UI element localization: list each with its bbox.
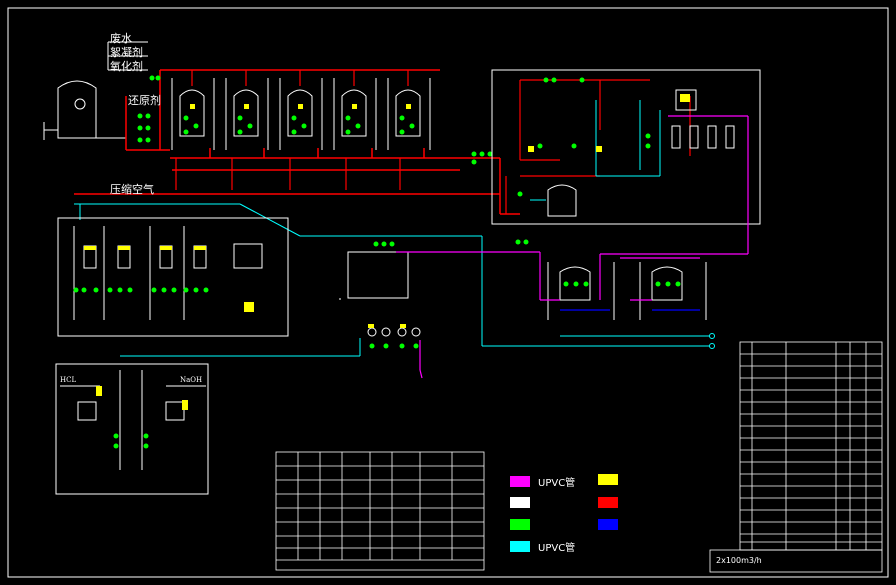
parts-list-table: [739, 341, 883, 551]
reactor-vessels: [171, 78, 431, 150]
legend-swatch-white: [510, 497, 530, 508]
legend-swatch-yellow: [598, 474, 618, 485]
legend-red: [598, 497, 626, 508]
wastewater-label: 废水: [110, 32, 132, 45]
reactor-valves: [137, 75, 493, 165]
middle-pumps: [367, 327, 421, 337]
legend-swatch-red: [598, 497, 618, 508]
drawing-frame: [7, 7, 889, 578]
ro-magenta-pipes: [599, 115, 749, 300]
acid-caustic-frame: [55, 363, 209, 495]
legend-swatch-cyan: [510, 541, 530, 552]
legend-green: [510, 519, 538, 530]
legend-blue: [598, 519, 626, 530]
legend-white: [510, 497, 538, 508]
legend-upvc-cyan-text: UPVC管: [538, 543, 576, 554]
filter-magenta: [540, 257, 700, 301]
middle-magenta: [396, 251, 541, 379]
dosing-section-frame: [57, 217, 289, 337]
ro-yellow-parts: [528, 94, 690, 152]
ro-section-frame: [491, 69, 761, 225]
reductant-label: 还原剂: [128, 94, 161, 107]
middle-storage-tank: [339, 251, 409, 300]
chemical-label-box: [107, 41, 148, 71]
compressed-air-label: 压缩空气: [110, 183, 154, 196]
title-block: [709, 549, 883, 573]
middle-yellow: [368, 324, 406, 328]
filter-vessels: [547, 262, 707, 320]
acid-caustic-yellow: [96, 386, 188, 410]
legend-swatch-magenta: [510, 476, 530, 487]
reactor-yellow-marks: [190, 104, 411, 109]
ro-valves: [517, 77, 651, 197]
flocculant-label: 絮凝剂: [110, 46, 143, 59]
legend-swatch-green: [510, 519, 530, 530]
dosing-tanks: [73, 226, 263, 320]
legend-yellow: [598, 474, 626, 485]
reactor-red-risers: [175, 70, 409, 190]
raw-water-tank: [43, 80, 126, 140]
cyan-trunk: [74, 203, 710, 357]
symbol-table: [275, 451, 485, 571]
ro-equipment: [547, 89, 735, 217]
ro-cyan-pipes: [530, 100, 661, 201]
middle-valves: [369, 239, 529, 349]
legend-swatch-blue: [598, 519, 618, 530]
dosing-yellow: [84, 246, 254, 312]
legend-upvc-magenta-text: UPVC管: [538, 478, 576, 489]
hcl-tag: HCL: [60, 376, 77, 384]
acid-caustic-equipment: [60, 370, 206, 470]
filter-valves: [563, 281, 681, 287]
legend-upvc-magenta: UPVC管: [510, 474, 575, 489]
naoh-tag: NaOH: [180, 376, 203, 384]
oxidant-label: 氧化剂: [110, 60, 143, 73]
legend-upvc-cyan: UPVC管: [510, 539, 575, 554]
acid-caustic-valves: [113, 433, 149, 449]
drawing-title: 2x100m3/h: [716, 556, 762, 565]
cyan-outlets: [709, 333, 715, 349]
dosing-valves: [73, 287, 209, 293]
